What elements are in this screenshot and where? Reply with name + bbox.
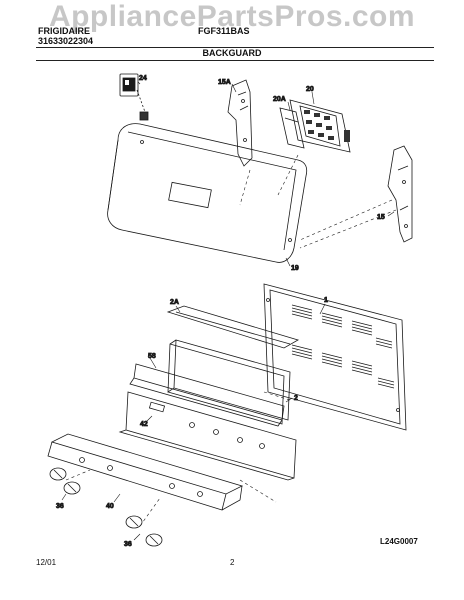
callout-2a: 2A: [170, 299, 179, 306]
callout-36-left: 36: [56, 503, 64, 510]
part-58-channel: [129, 363, 285, 427]
header-publication-number: 31633022304: [38, 36, 94, 46]
header-rule-bottom: [36, 60, 434, 61]
header-brand: FRIGIDAIRE: [38, 26, 91, 36]
part-1-rear-panel: [263, 283, 407, 431]
callout-42: 42: [140, 421, 148, 428]
callout-15: 15: [377, 214, 385, 221]
callout-19: 19: [291, 265, 299, 272]
callout-2: 2: [294, 395, 298, 402]
part-2a-cover-plate: [166, 305, 300, 349]
drawing-code: L24G0007: [380, 537, 418, 546]
part-2-insulation: [167, 339, 291, 425]
callout-40: 40: [106, 503, 114, 510]
part-36-knobs-right: [125, 515, 163, 547]
header-rule-top: [36, 47, 434, 48]
callout-24: 24: [139, 75, 147, 82]
part-19-backguard-panel: [107, 123, 308, 263]
part-36-knobs-left: [49, 467, 81, 495]
part-20-control-board: [289, 99, 351, 153]
upper-explode-lines: [239, 154, 397, 249]
callout-20: 20: [306, 86, 314, 93]
callout-15a: 15A: [218, 79, 231, 86]
footer-date: 12/01: [36, 558, 57, 567]
watermark-logo: AppliancePartsPros.com: [48, 0, 416, 33]
lower-explode-lines: [65, 391, 291, 527]
part-24-switch: [119, 73, 149, 121]
part-42-manifold-panel: [118, 391, 297, 481]
callout-36-right: 36: [124, 541, 132, 548]
part-15-bracket: [387, 145, 413, 243]
callout-leaders: [61, 81, 395, 541]
rear-panel-louvers: [291, 304, 395, 389]
part-40-control-panel: [47, 433, 244, 511]
callout-58: 58: [148, 353, 156, 360]
part-20a-board-cover: [279, 107, 305, 149]
part-15a-bracket: [227, 79, 253, 167]
callout-20a: 20A: [273, 96, 286, 103]
callout-1: 1: [324, 297, 328, 304]
header-model-number: FGF311BAS: [198, 26, 250, 36]
section-title: BACKGUARD: [202, 48, 262, 58]
footer-page-number: 2: [230, 558, 235, 567]
